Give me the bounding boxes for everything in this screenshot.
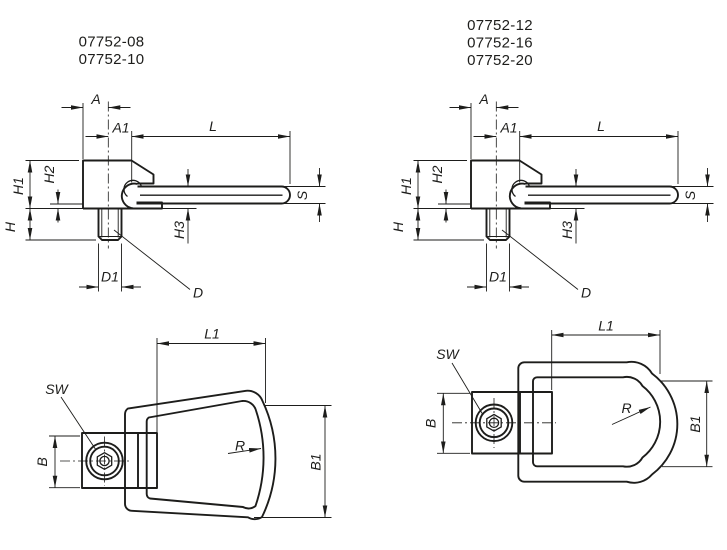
dimension-B1: B1: [254, 405, 332, 518]
side-view-right: [390, 91, 714, 301]
dimension-R: R: [611, 400, 651, 425]
pull-ring: [124, 389, 277, 521]
dimension-L1: L1: [551, 318, 661, 390]
dimension-L1: L1: [156, 326, 266, 432]
side-view-left: [2, 91, 326, 301]
bottom-view-right: L1 B B1 SW R: [423, 318, 713, 484]
part-number: 07752-16: [467, 35, 533, 52]
dimension-B1: B1: [660, 380, 713, 468]
dim-label-b1: B1: [687, 415, 703, 432]
dim-label-l1: L1: [204, 326, 220, 342]
dimension-SW: SW: [436, 346, 483, 415]
dimension-B: B: [423, 392, 470, 454]
dimension-SW: SW: [45, 381, 97, 451]
dim-label-r: R: [235, 438, 245, 454]
part-numbers-right: 07752-12 07752-16 07752-20: [467, 17, 533, 69]
part-number: 07752-08: [79, 34, 145, 51]
dimension-R: R: [227, 438, 262, 454]
dim-label-b: B: [34, 457, 50, 466]
part-number: 07752-10: [79, 51, 145, 68]
dim-label-r: R: [621, 400, 631, 416]
centerlines: [60, 436, 132, 486]
dim-label-sw: SW: [45, 381, 69, 397]
dimension-B: B: [34, 435, 80, 489]
bottom-view-left: L1 B B1 SW R: [34, 326, 332, 521]
pull-ring: [517, 360, 679, 484]
dim-label-b: B: [423, 419, 439, 428]
part-number: 07752-20: [467, 52, 533, 69]
part-number: 07752-12: [467, 17, 533, 34]
centerlines: [452, 398, 556, 448]
dim-label-l1: L1: [598, 318, 614, 334]
dim-label-b1: B1: [308, 453, 324, 470]
dim-label-sw: SW: [436, 346, 460, 362]
clamp-block: [81, 432, 158, 489]
part-numbers-left: 07752-08 07752-10: [79, 34, 145, 69]
